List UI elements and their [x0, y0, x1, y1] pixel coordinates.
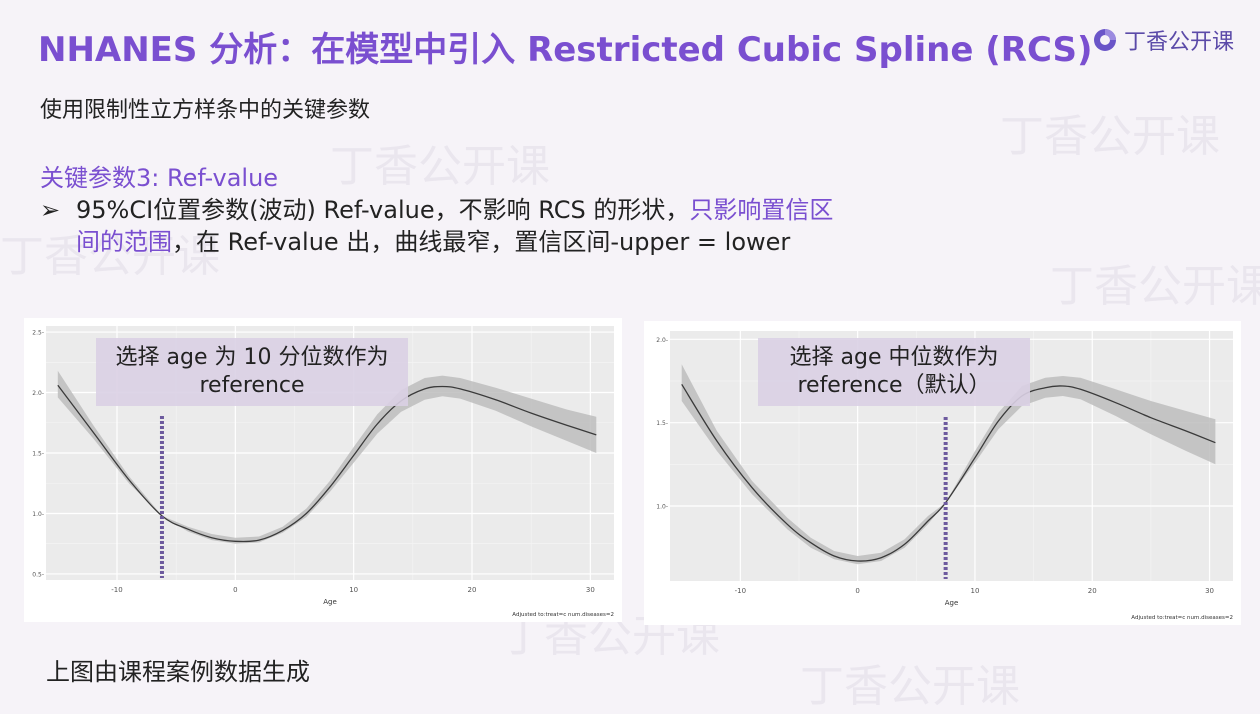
callout-left-line1: 选择 age 为 10 分位数作为 [115, 345, 389, 370]
y-tick-label: 2.5- [32, 330, 44, 337]
y-tick-label: 1.0- [656, 504, 668, 511]
brand-name: 丁香公开课 [1124, 30, 1235, 55]
callout-right: 选择 age 中位数作为 reference（默认） [758, 338, 1030, 406]
watermark: 丁香公开课 [330, 141, 550, 192]
x-tick-label: 0 [855, 587, 859, 595]
section-title: 关键参数3: Ref-value [40, 164, 279, 192]
chart-caption: Adjusted to:treat=c num.diseases=2 [512, 612, 614, 618]
y-tick-label: 2.0- [656, 337, 668, 344]
x-axis-label: Age [323, 598, 337, 606]
x-axis-label: Age [945, 599, 959, 607]
watermark: 丁香公开课 [1000, 111, 1220, 162]
subtitle: 使用限制性立方样条中的关键参数 [40, 98, 371, 123]
y-tick-label: 1.5- [32, 451, 44, 458]
bullet-point: ➢ 95%CI位置参数(波动) Ref-value，不影响 RCS 的形状，只影响… [40, 194, 920, 258]
callout-left-line2: reference [199, 373, 305, 398]
callout-left: 选择 age 为 10 分位数作为 reference [96, 338, 408, 406]
callout-right-line1: 选择 age 中位数作为 [789, 345, 999, 370]
bullet-highlight-2: 间的范围 [76, 228, 172, 256]
y-tick-label: 2.0- [32, 390, 44, 397]
x-tick-label: 30 [586, 586, 595, 594]
callout-right-line2: reference（默认） [797, 373, 991, 398]
brand: 丁香公开课 [1092, 24, 1234, 56]
arrow-bullet-icon: ➢ [40, 196, 61, 224]
bullet-text-part2: ，在 Ref-value 出，曲线最窄，置信区间-upper = lower [172, 228, 791, 256]
x-tick-label: 10 [970, 587, 979, 595]
y-tick-label: 0.5- [32, 571, 44, 578]
x-tick-label: 20 [1088, 587, 1097, 595]
watermark: 丁香公开课 [1050, 261, 1260, 312]
x-tick-label: -10 [111, 586, 122, 594]
x-tick-label: -10 [735, 587, 746, 595]
watermark: 丁香公开课 [800, 661, 1020, 712]
bullet-highlight-1: 只影响置信区 [689, 196, 834, 224]
x-tick-label: 0 [233, 586, 237, 594]
y-tick-label: 1.0- [32, 511, 44, 518]
x-tick-label: 10 [349, 586, 358, 594]
chart-caption: Adjusted to:treat=c num.diseases=2 [1131, 615, 1233, 621]
footnote: 上图由课程案例数据生成 [46, 658, 310, 686]
x-tick-label: 20 [468, 586, 477, 594]
x-tick-label: 30 [1205, 587, 1214, 595]
bullet-text-part1: 95%CI位置参数(波动) Ref-value，不影响 RCS 的形状， [76, 196, 690, 224]
dingxiang-logo-icon [1094, 29, 1116, 51]
y-tick-label: 1.5- [656, 420, 668, 427]
page-title: NHANES 分析：在模型中引入 Restricted Cubic Spline… [38, 30, 1093, 70]
rcs-curve [57, 384, 597, 543]
